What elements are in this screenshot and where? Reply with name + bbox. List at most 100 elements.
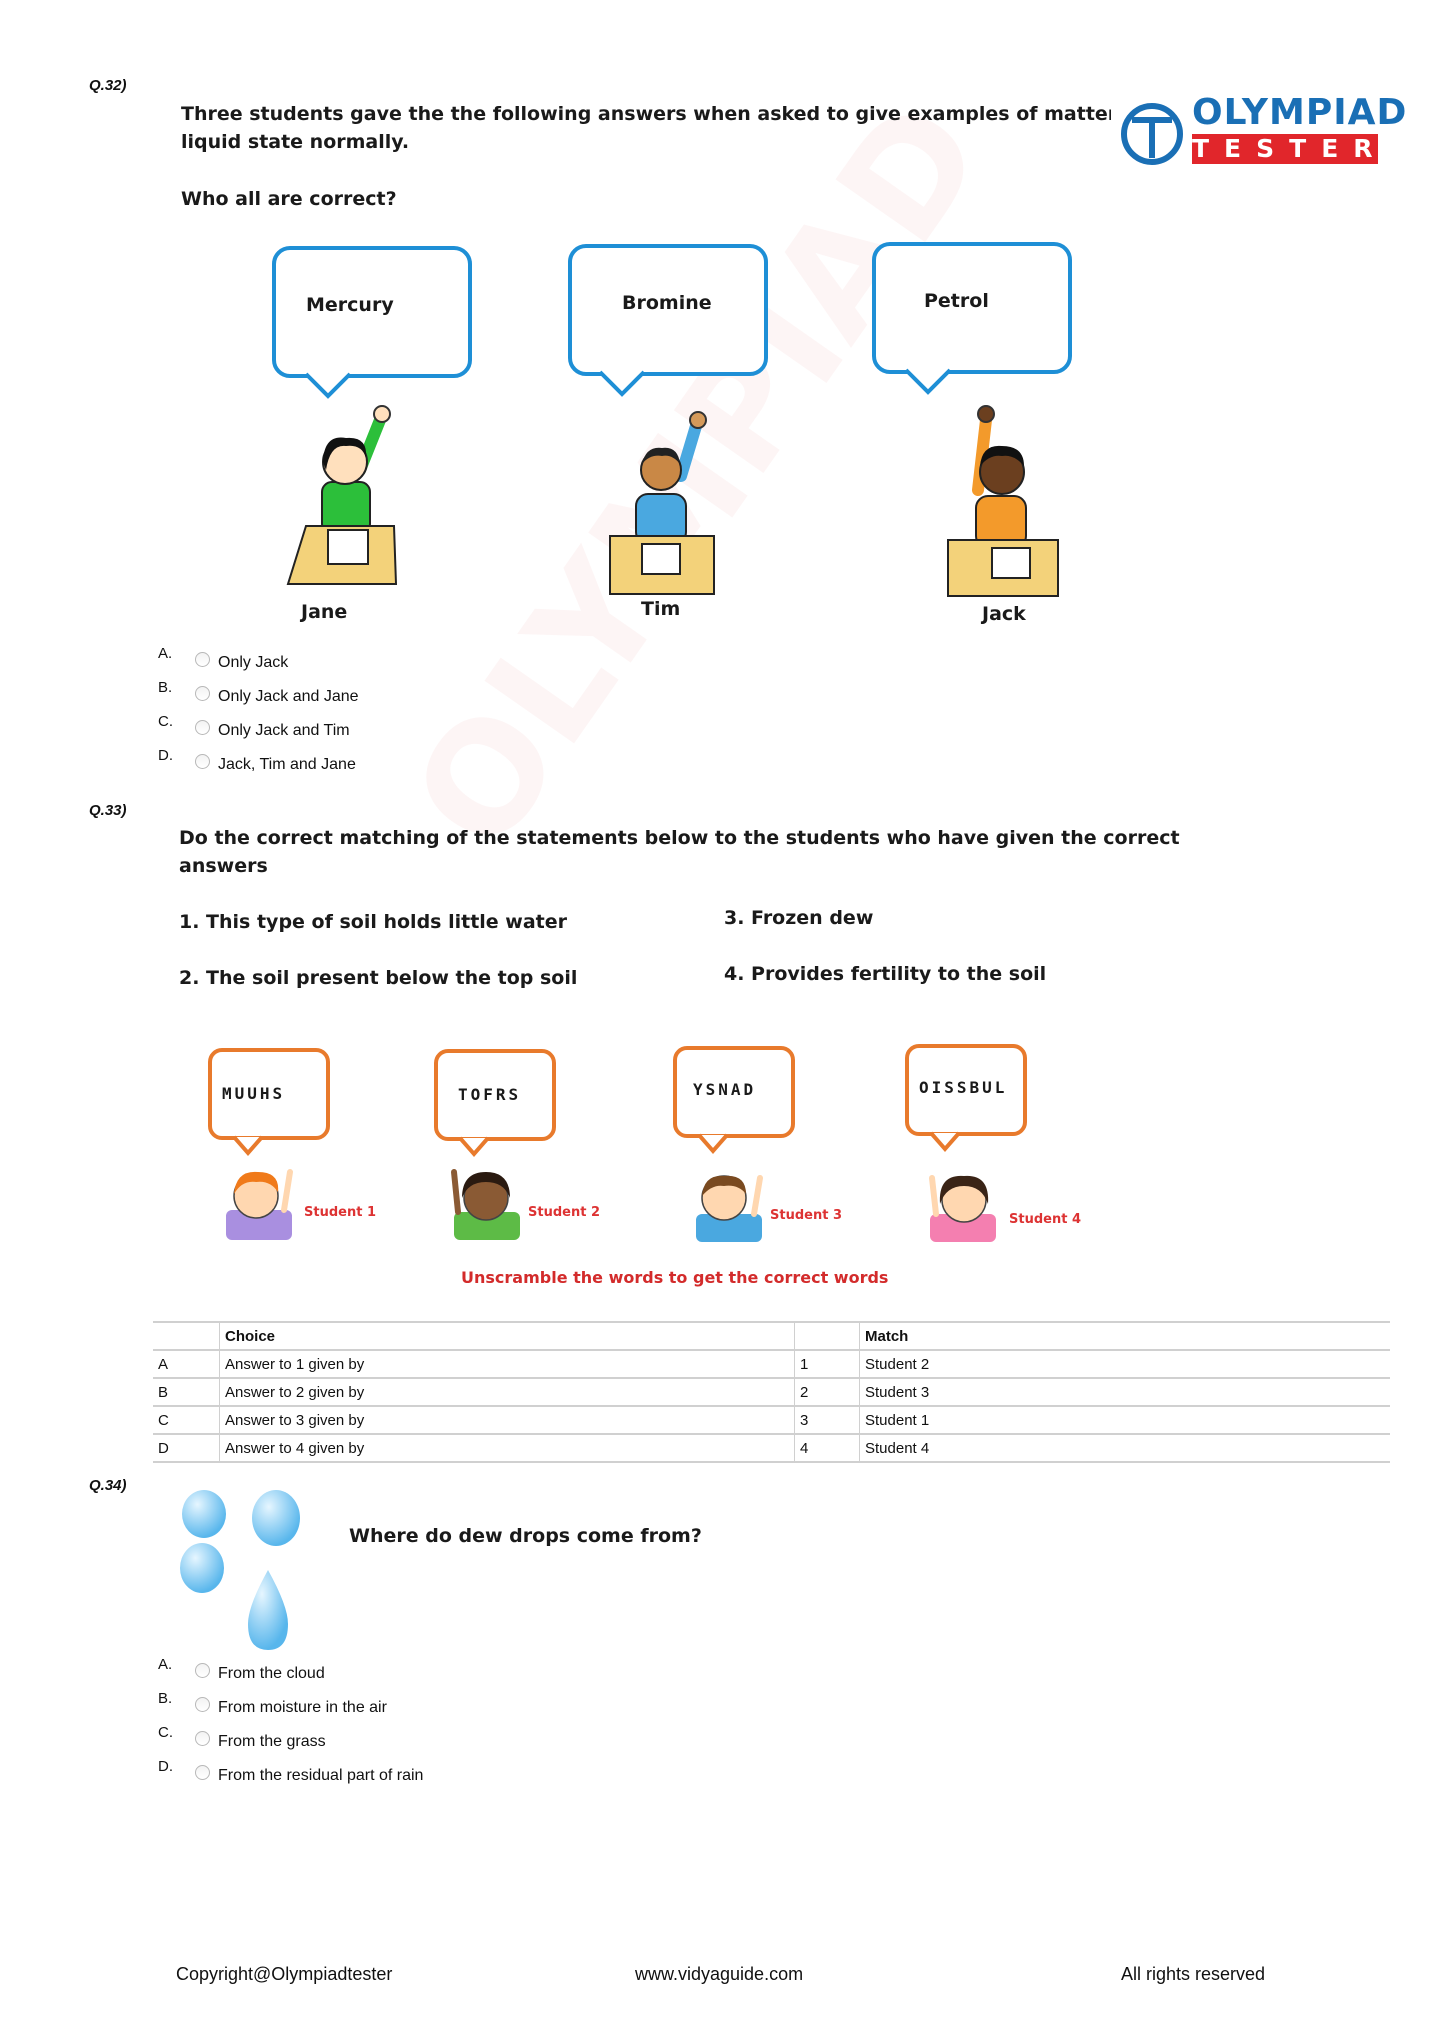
table-row: C Answer to 3 given by 3 Student 1 (153, 1405, 1390, 1435)
q32-text-line2: liquid state normally. (181, 131, 410, 153)
q33-statement-1: 1. This type of soil holds little water (179, 911, 568, 933)
row-match: Student 2 (859, 1349, 1390, 1379)
q34-option-b-text: From moisture in the air (218, 1699, 387, 1716)
table-row: B Answer to 2 given by 2 Student 3 (153, 1377, 1390, 1407)
row-choice: Answer to 2 given by (219, 1377, 795, 1407)
scrambled-bubble-2: TOFRS (434, 1049, 556, 1141)
scrambled-bubble-4: OISSBUL (905, 1044, 1027, 1136)
header-match: Match (859, 1321, 1390, 1351)
row-choice: Answer to 4 given by (219, 1433, 795, 1463)
orange-tail-4 (929, 1131, 961, 1153)
logo-line2: TESTER (1192, 134, 1388, 164)
row-num: 1 (794, 1349, 860, 1379)
row-letter: D (153, 1433, 220, 1463)
q34-option-c-radio[interactable] (195, 1731, 210, 1746)
speech-bubble-bromine: Bromine (568, 244, 768, 376)
q32-number: Q.32) (89, 77, 127, 94)
q32-option-a-letter: A. (158, 645, 173, 662)
table-row: A Answer to 1 given by 1 Student 2 (153, 1349, 1390, 1379)
student-name-jane: Jane (301, 601, 348, 623)
logo-t-circle-icon (1121, 103, 1183, 165)
student-3-illustration (696, 1175, 763, 1242)
q33-statement-4: 4. Provides fertility to the soil (724, 963, 1047, 985)
student-tim-illustration (609, 411, 715, 595)
q33-statement-3: 3. Frozen dew (724, 907, 874, 929)
student-2-label: Student 2 (528, 1205, 600, 1220)
row-choice: Answer to 3 given by (219, 1405, 795, 1435)
q33-text-line1: Do the correct matching of the statement… (179, 827, 1180, 849)
q32-option-b-letter: B. (158, 679, 173, 696)
row-letter: B (153, 1377, 220, 1407)
dew-drops-icon (180, 1490, 300, 1650)
orange-tail-3 (697, 1133, 729, 1155)
footer-rights: All rights reserved (1121, 1964, 1266, 1984)
q32-option-c-letter: C. (158, 713, 173, 730)
speech-bubble-petrol: Petrol (872, 242, 1072, 374)
footer-website[interactable]: www.vidyaguide.com (635, 1964, 804, 1984)
q34-option-d-text: From the residual part of rain (218, 1767, 424, 1784)
row-choice: Answer to 1 given by (219, 1349, 795, 1379)
student-name-tim: Tim (641, 598, 681, 620)
scrambled-bubble-1: MUUHS (208, 1048, 330, 1140)
q34-option-a-letter: A. (158, 1656, 173, 1673)
q32-option-d-text: Jack, Tim and Jane (218, 756, 356, 773)
student-4-label: Student 4 (1009, 1212, 1081, 1227)
unscramble-instruction: Unscramble the words to get the correct … (461, 1268, 889, 1287)
row-num: 4 (794, 1433, 860, 1463)
scrambled-word-1: MUUHS (222, 1084, 286, 1103)
q34-option-b-letter: B. (158, 1690, 173, 1707)
olympiad-tester-logo: OLYMPIAD TESTER (1118, 92, 1406, 170)
q34-option-b-radio[interactable] (195, 1697, 210, 1712)
speech-bubble-mercury: Mercury (272, 246, 472, 378)
q34-option-d-letter: D. (158, 1758, 173, 1775)
q33-number: Q.33) (89, 802, 127, 819)
bubble-answer-2: Bromine (622, 292, 712, 314)
q34-question: Where do dew drops come from? (349, 1525, 702, 1547)
student-2-illustration (451, 1169, 520, 1240)
bubble-tail-3 (904, 368, 952, 395)
scrambled-bubble-3: YSNAD (673, 1046, 795, 1138)
bubble-tail-1 (304, 372, 352, 399)
q34-option-a-text: From the cloud (218, 1665, 325, 1682)
q34-option-d-radio[interactable] (195, 1765, 210, 1780)
q34-option-c-letter: C. (158, 1724, 173, 1741)
footer-copyright: Copyright@Olympiadtester (176, 1964, 393, 1984)
row-match: Student 1 (859, 1405, 1390, 1435)
orange-tail-2 (458, 1136, 490, 1158)
student-3-label: Student 3 (770, 1208, 842, 1223)
table-header-row: Choice Match (153, 1321, 1390, 1351)
q32-sub-question: Who all are correct? (181, 188, 397, 210)
q32-option-b-text: Only Jack and Jane (218, 688, 359, 705)
row-match: Student 3 (859, 1377, 1390, 1407)
row-match: Student 4 (859, 1433, 1390, 1463)
bubble-answer-1: Mercury (306, 294, 394, 316)
q32-option-a-radio[interactable] (195, 652, 210, 667)
q32-option-c-text: Only Jack and Tim (218, 722, 350, 739)
q32-option-d-letter: D. (158, 747, 173, 764)
scrambled-word-4: OISSBUL (919, 1078, 1008, 1097)
student-jack-illustration (947, 405, 1059, 597)
q33-text-line2: answers (179, 855, 268, 877)
q34-option-c-text: From the grass (218, 1733, 326, 1750)
q32-option-c-radio[interactable] (195, 720, 210, 735)
q34-option-a-radio[interactable] (195, 1663, 210, 1678)
scrambled-word-2: TOFRS (458, 1085, 522, 1104)
row-letter: A (153, 1349, 220, 1379)
table-row: D Answer to 4 given by 4 Student 4 (153, 1433, 1390, 1463)
bubble-tail-2 (598, 370, 646, 397)
student-1-label: Student 1 (304, 1205, 376, 1220)
matching-table: Choice Match A Answer to 1 given by 1 St… (153, 1321, 1390, 1463)
q34-number: Q.34) (89, 1477, 127, 1494)
q33-statement-2: 2. The soil present below the top soil (179, 967, 578, 989)
q32-option-b-radio[interactable] (195, 686, 210, 701)
scrambled-word-3: YSNAD (693, 1080, 757, 1099)
q32-option-a-text: Only Jack (218, 654, 289, 671)
orange-tail-1 (232, 1135, 264, 1157)
student-1-illustration (226, 1169, 293, 1240)
row-num: 2 (794, 1377, 860, 1407)
student-4-illustration (929, 1175, 996, 1242)
q32-option-d-radio[interactable] (195, 754, 210, 769)
row-letter: C (153, 1405, 220, 1435)
student-jane-illustration (286, 405, 398, 585)
header-choice: Choice (219, 1321, 795, 1351)
